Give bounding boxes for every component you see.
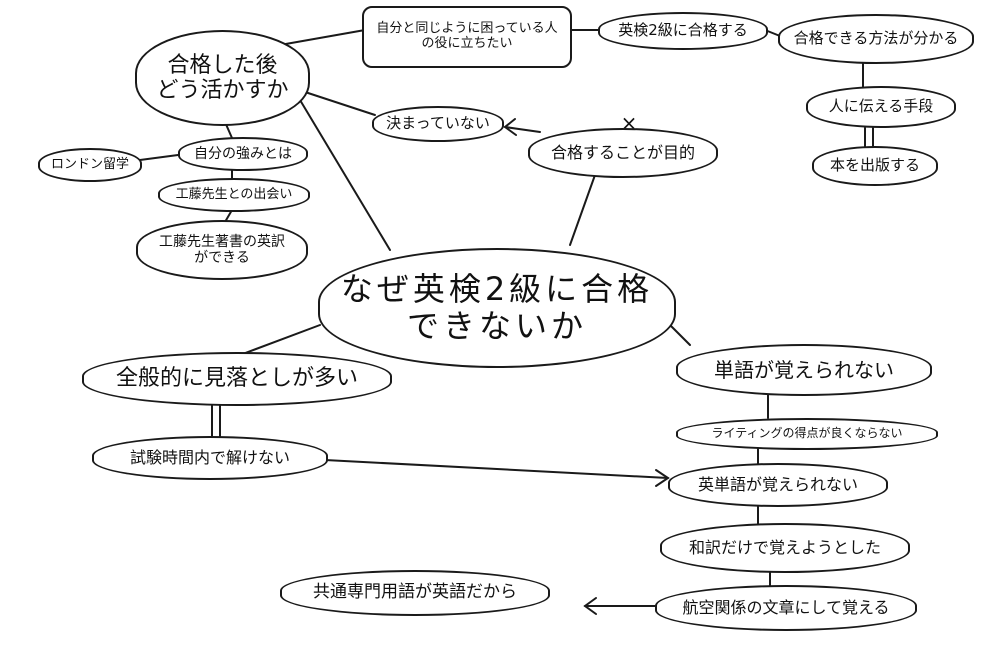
connector-after-help bbox=[279, 29, 366, 46]
node-writing-score: ライティングの得点が良くならない bbox=[676, 418, 938, 450]
node-eng-words: 英単語が覚えられない bbox=[668, 463, 888, 507]
connector-central-overlook bbox=[239, 324, 321, 356]
node-means-convey: 人に伝える手段 bbox=[806, 86, 956, 128]
arrowhead-engwords bbox=[655, 469, 670, 487]
arrow-passgoal-notdecided bbox=[504, 126, 541, 133]
node-help-others: 自分と同じように困っている人 の役に立ちたい bbox=[362, 6, 572, 68]
node-jp-translation: 和訳だけで覚えようとした bbox=[660, 523, 910, 573]
node-not-decided: 決まっていない bbox=[372, 106, 504, 142]
node-aviation: 航空関係の文章にして覚える bbox=[655, 585, 917, 631]
node-common-terms: 共通専門用語が英語だから bbox=[280, 570, 550, 616]
node-overlook: 全般的に見落としが多い bbox=[82, 352, 392, 406]
node-cant-memorize: 単語が覚えられない bbox=[676, 344, 932, 396]
arrowhead-common bbox=[583, 597, 597, 615]
node-publish-book: 本を出版する bbox=[812, 146, 938, 186]
node-meet-kudo: 工藤先生との出会い bbox=[158, 178, 310, 212]
node-no-time: 試験時間内で解けない bbox=[92, 436, 328, 480]
connector-strength-london bbox=[139, 154, 179, 161]
connector-central-passgoal bbox=[569, 174, 596, 246]
node-know-method: 合格できる方法が分かる bbox=[778, 14, 974, 64]
node-london-study: ロンドン留学 bbox=[38, 148, 142, 182]
arrow-time-engwords bbox=[324, 459, 669, 479]
connector-central-after bbox=[299, 99, 391, 251]
node-passing-goal: 合格することが目的 bbox=[528, 128, 718, 178]
node-pass-eiken: 英検2級に合格する bbox=[598, 12, 768, 50]
node-after-pass: 合格した後 どう活かすか bbox=[135, 30, 310, 126]
central-topic: なぜ英検2級に合格 できないか bbox=[318, 248, 676, 368]
node-kudo-book: 工藤先生著書の英訳 ができる bbox=[136, 220, 308, 280]
connector-after-notdecided bbox=[304, 91, 376, 116]
arrowhead-notdecided bbox=[503, 118, 517, 136]
node-my-strength: 自分の強みとは bbox=[178, 137, 308, 171]
connector-central-words bbox=[669, 324, 691, 346]
